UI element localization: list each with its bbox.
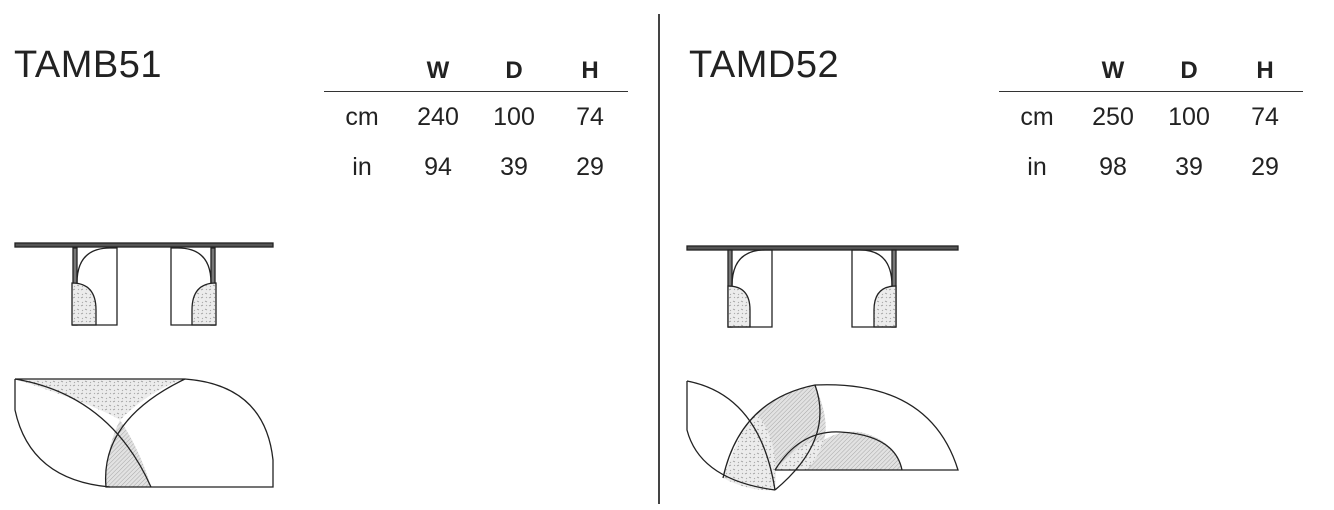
plan-view-tamb51 — [14, 378, 274, 488]
dimensions-row-cm: cm 240 100 74 — [324, 92, 628, 142]
width-value: 98 — [1099, 152, 1127, 181]
header-width: W — [426, 56, 450, 84]
width-value: 94 — [424, 152, 452, 181]
unit-label: cm — [345, 102, 379, 131]
depth-value: 39 — [1175, 152, 1203, 181]
product-title-2: TAMD52 — [689, 44, 840, 86]
dimensions-table-2: W D H cm 250 100 74 in 98 39 29 — [999, 50, 1303, 192]
dimensions-row-cm: cm 250 100 74 — [999, 92, 1303, 142]
product-title-1: TAMB51 — [14, 44, 163, 86]
unit-label: in — [352, 152, 372, 181]
width-value: 240 — [417, 102, 459, 131]
depth-value: 100 — [493, 102, 535, 131]
depth-value: 100 — [1168, 102, 1210, 131]
plan-view-tamd52 — [686, 380, 959, 491]
unit-label: in — [1027, 152, 1047, 181]
dimensions-header: W D H — [999, 50, 1303, 92]
header-depth: D — [1180, 56, 1198, 84]
height-value: 74 — [576, 102, 604, 131]
header-height: H — [581, 56, 599, 84]
header-width: W — [1101, 56, 1125, 84]
unit-label: cm — [1020, 102, 1054, 131]
side-view-tamb51 — [14, 242, 274, 326]
dimensions-header: W D H — [324, 50, 628, 92]
side-view-tamd52 — [686, 245, 959, 328]
header-height: H — [1256, 56, 1274, 84]
divider — [658, 14, 660, 504]
header-depth: D — [505, 56, 523, 84]
height-value: 29 — [576, 152, 604, 181]
dimensions-row-in: in 98 39 29 — [999, 142, 1303, 192]
height-value: 74 — [1251, 102, 1279, 131]
height-value: 29 — [1251, 152, 1279, 181]
dimensions-row-in: in 94 39 29 — [324, 142, 628, 192]
dimensions-table-1: W D H cm 240 100 74 in 94 39 29 — [324, 50, 628, 192]
depth-value: 39 — [500, 152, 528, 181]
width-value: 250 — [1092, 102, 1134, 131]
